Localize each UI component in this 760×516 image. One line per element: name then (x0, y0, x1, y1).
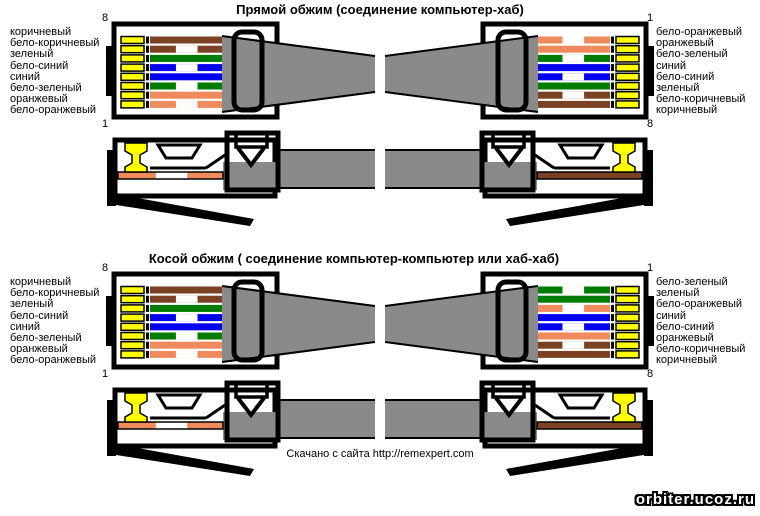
wire-color-label: зеленый (656, 287, 700, 300)
section1-right-connector (384, 21, 654, 226)
wire-color-label: коричневый (656, 104, 718, 117)
wire-color-label: бело-коричневый (10, 37, 100, 50)
section1-left-connector (106, 21, 376, 226)
wire-color-label: зеленый (656, 82, 700, 95)
wire-color-label: бело-коричневый (10, 287, 100, 300)
pin-number-label: 8 (101, 12, 109, 24)
wire-color-label: коричневый (656, 354, 718, 367)
pin-number-label: 1 (646, 262, 654, 274)
wire-color-label: синий (656, 59, 687, 72)
pin-number-label: 8 (646, 368, 654, 380)
wire-color-label: бело-синий (656, 70, 715, 83)
pin-number-label: 1 (646, 12, 654, 24)
wire-color-label: бело-синий (10, 59, 69, 72)
wire-color-label: бело-коричневый (656, 343, 746, 356)
wire-color-label: зеленый (10, 298, 54, 311)
crossover-crimp-title: Косой обжим ( соединение компьютер-компь… (148, 251, 560, 266)
wire-color-label: бело-синий (656, 320, 715, 333)
wire-color-label: бело-зеленый (656, 276, 728, 288)
wire-color-label: коричневый (10, 276, 72, 288)
wire-color-label: зеленый (10, 48, 54, 61)
wire-color-label: бело-зеленый (10, 82, 82, 95)
pin-number-label: 8 (646, 118, 654, 130)
source-credit: Скачано с сайта http://remexpert.com (286, 448, 474, 460)
wire-color-label: оранжевый (10, 343, 68, 356)
wire-color-label: синий (10, 70, 41, 83)
wire-color-label: оранжевый (10, 93, 68, 106)
wire-color-label: оранжевый (656, 37, 714, 50)
wire-color-label: бело-зеленый (656, 48, 728, 61)
wire-color-label: бело-оранжевый (10, 354, 97, 367)
wire-color-label: синий (656, 309, 687, 322)
wire-color-label: бело-оранжевый (10, 104, 97, 117)
straight-crimp-title: Прямой обжим (соединение компьютер-хаб) (236, 2, 524, 17)
wire-color-label: коричневый (10, 26, 72, 38)
wire-color-label: оранжевый (656, 332, 714, 345)
wire-color-label: бело-синий (10, 309, 69, 322)
wire-color-label: бело-зеленый (10, 332, 82, 345)
site-watermark: orbiter.ucoz.ru (635, 491, 755, 508)
wire-color-label: бело-оранжевый (656, 26, 743, 38)
wire-color-label: синий (10, 320, 41, 333)
pin-number-label: 1 (101, 118, 109, 130)
wire-color-label: бело-коричневый (656, 93, 746, 106)
pin-number-label: 1 (101, 368, 109, 380)
section2-left-connector (106, 271, 376, 476)
pin-number-label: 8 (101, 262, 109, 274)
section2-right-connector (384, 271, 654, 476)
wire-color-label: бело-оранжевый (656, 298, 743, 311)
